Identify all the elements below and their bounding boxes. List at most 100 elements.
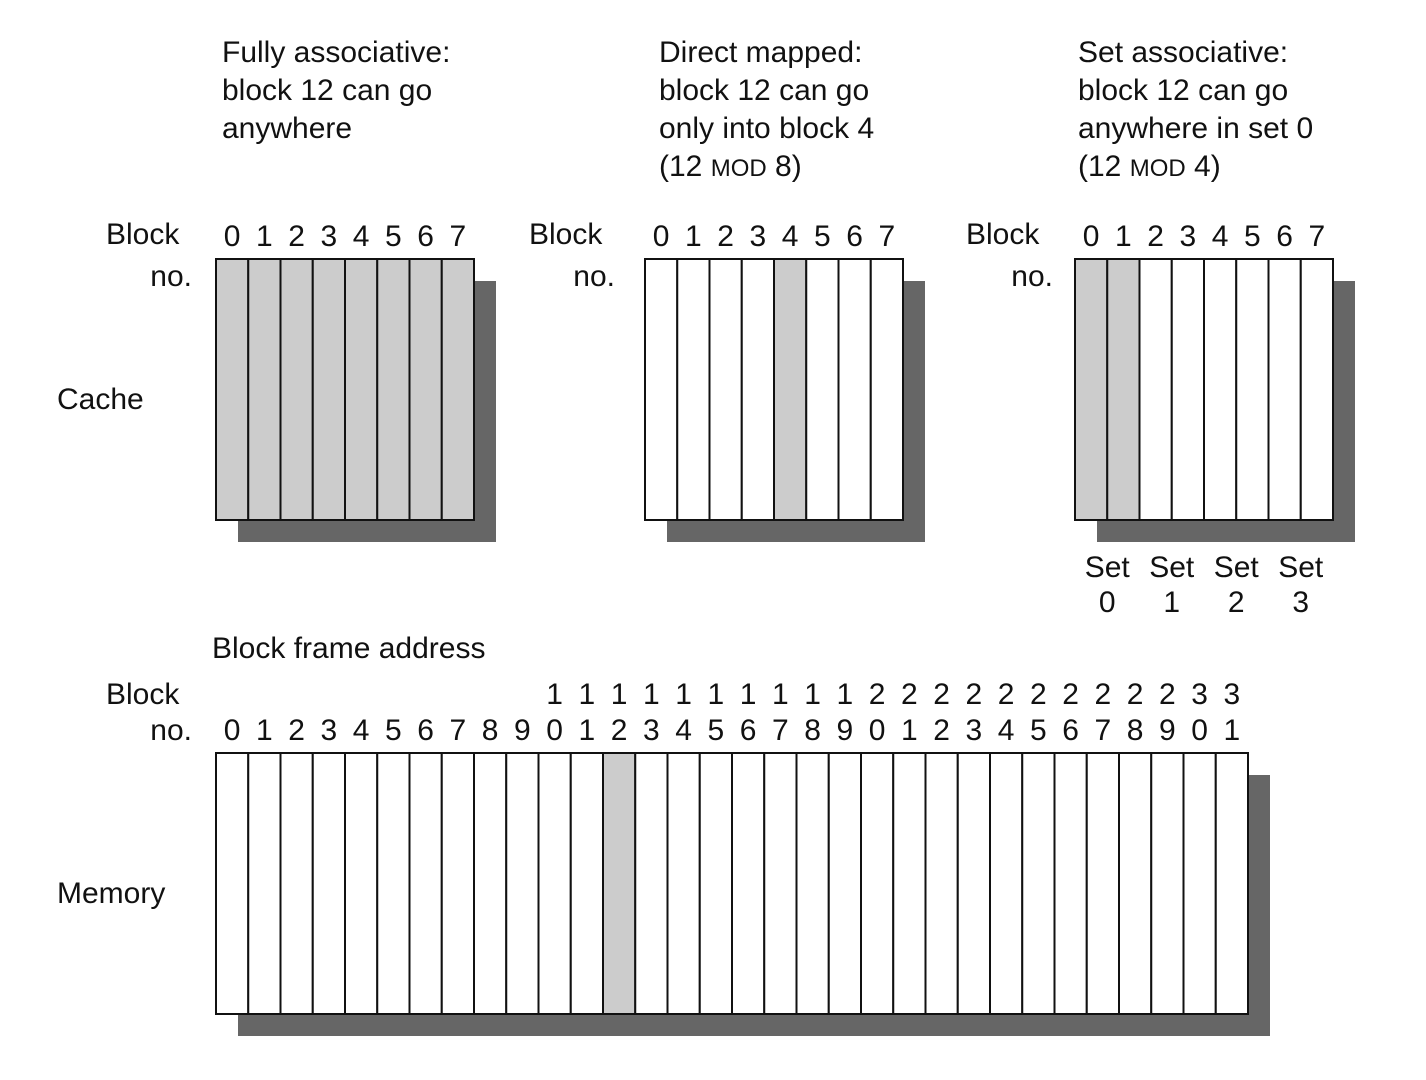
set-label-2-bottom: 2 <box>1228 586 1245 619</box>
memory-number-22-tens: 2 <box>933 678 950 711</box>
memory-number-10-ones: 0 <box>546 714 563 747</box>
set-line4-post: 4) <box>1185 150 1221 183</box>
fully-cache-block-2 <box>279 258 314 521</box>
set-label-1-top: Set <box>1149 551 1195 584</box>
fully-caption-line-1: Fully associative: <box>222 36 451 69</box>
set-label-3-bottom: 3 <box>1292 586 1309 619</box>
memory-block-6 <box>408 752 443 1015</box>
set-cache-number-2: 2 <box>1147 220 1164 253</box>
direct-block-label: Block <box>529 218 603 251</box>
memory-block-11 <box>569 752 604 1015</box>
direct-cache-block-6 <box>837 258 872 521</box>
memory-number-15-tens: 1 <box>708 678 725 711</box>
direct-cache-number-1: 1 <box>685 220 702 253</box>
direct-caption-line-2: block 12 can go <box>659 74 870 107</box>
set-cache-number-3: 3 <box>1180 220 1197 253</box>
memory-number-17-tens: 1 <box>772 678 789 711</box>
memory-number-25-ones: 5 <box>1030 714 1047 747</box>
memory-number-3: 3 <box>321 714 338 747</box>
memory-number-9: 9 <box>514 714 531 747</box>
fully-no-label: no. <box>150 260 192 293</box>
memory-block-13 <box>634 752 669 1015</box>
memory-number-10-tens: 1 <box>546 678 563 711</box>
memory-block-10 <box>537 752 572 1015</box>
memory-block-25 <box>1021 752 1056 1015</box>
set-cache-block-6 <box>1267 258 1302 521</box>
memory-block-4 <box>344 752 379 1015</box>
fully-cache-block-4 <box>344 258 379 521</box>
memory-number-31-tens: 3 <box>1224 678 1241 711</box>
memory-number-14-ones: 4 <box>675 714 692 747</box>
set-label-2-top: Set <box>1214 551 1260 584</box>
memory-number-26-ones: 6 <box>1062 714 1079 747</box>
direct-cache-number-3: 3 <box>750 220 767 253</box>
memory-block-21 <box>892 752 927 1015</box>
direct-caption-line-1: Direct mapped: <box>659 36 863 69</box>
memory-block-2 <box>279 752 314 1015</box>
direct-cache-number-0: 0 <box>653 220 670 253</box>
fully-cache-block-0 <box>215 258 250 521</box>
memory-number-22-ones: 2 <box>933 714 950 747</box>
memory-number-23-tens: 2 <box>966 678 983 711</box>
direct-cache-number-2: 2 <box>717 220 734 253</box>
set-cache-block-7 <box>1299 258 1334 521</box>
memory-block-3 <box>311 752 346 1015</box>
set-no-label: no. <box>1011 260 1053 293</box>
set-line4-mod: MOD <box>1129 155 1186 182</box>
memory-number-21-ones: 1 <box>901 714 918 747</box>
memory-no-label: no. <box>150 714 192 747</box>
set-cache-block-0 <box>1074 258 1109 521</box>
fully-cache-number-7: 7 <box>450 220 467 253</box>
set-cache-block-2 <box>1138 258 1173 521</box>
direct-cache-number-6: 6 <box>846 220 863 253</box>
memory-number-24-tens: 2 <box>998 678 1015 711</box>
memory-block-17 <box>763 752 798 1015</box>
set-line4-pre: (12 <box>1078 150 1130 183</box>
direct-cache-block-2 <box>708 258 743 521</box>
memory-number-28-ones: 8 <box>1127 714 1144 747</box>
set-cache-number-1: 1 <box>1115 220 1132 253</box>
memory-number-21-tens: 2 <box>901 678 918 711</box>
memory-block-22 <box>924 752 959 1015</box>
memory-number-11-tens: 1 <box>579 678 596 711</box>
fully-cache-block-5 <box>376 258 411 521</box>
fully-cache-block-3 <box>311 258 346 521</box>
memory-number-18-ones: 8 <box>804 714 821 747</box>
direct-line4-mod: MOD <box>710 155 767 182</box>
memory-number-29-tens: 2 <box>1159 678 1176 711</box>
memory-number-16-tens: 1 <box>740 678 757 711</box>
memory-number-12-ones: 2 <box>611 714 628 747</box>
direct-cache-number-4: 4 <box>782 220 799 253</box>
set-cache-block-1 <box>1106 258 1141 521</box>
memory-block-19 <box>827 752 862 1015</box>
memory-number-26-tens: 2 <box>1062 678 1079 711</box>
memory-number-27-tens: 2 <box>1095 678 1112 711</box>
memory-number-27-ones: 7 <box>1095 714 1112 747</box>
set-caption-line-4: (12 MOD 4) <box>1078 148 1313 188</box>
set-block-label: Block <box>966 218 1040 251</box>
direct-cache-number-5: 5 <box>814 220 831 253</box>
memory-number-18-tens: 1 <box>804 678 821 711</box>
memory-number-19-tens: 1 <box>837 678 854 711</box>
memory-number-15-ones: 5 <box>708 714 725 747</box>
memory-number-13-ones: 3 <box>643 714 660 747</box>
fully-cache-block-1 <box>247 258 282 521</box>
fully-caption-line-3: anywhere <box>222 112 353 145</box>
fully-cache-number-6: 6 <box>417 220 434 253</box>
set-caption-line-3: anywhere in set 0 <box>1078 112 1314 145</box>
memory-number-20-ones: 0 <box>869 714 886 747</box>
memory-block-14 <box>666 752 701 1015</box>
memory-block-24 <box>989 752 1024 1015</box>
set-label-3-top: Set <box>1278 551 1324 584</box>
memory-number-1: 1 <box>256 714 273 747</box>
direct-cache-block-3 <box>740 258 775 521</box>
memory-block-15 <box>698 752 733 1015</box>
direct-line4-post: 8) <box>766 150 802 183</box>
direct-cache-block-4 <box>773 258 808 521</box>
direct-cache-block-0 <box>644 258 679 521</box>
memory-block-0 <box>215 752 250 1015</box>
memory-number-8: 8 <box>482 714 499 747</box>
memory-block-28 <box>1118 752 1153 1015</box>
memory-block-5 <box>376 752 411 1015</box>
